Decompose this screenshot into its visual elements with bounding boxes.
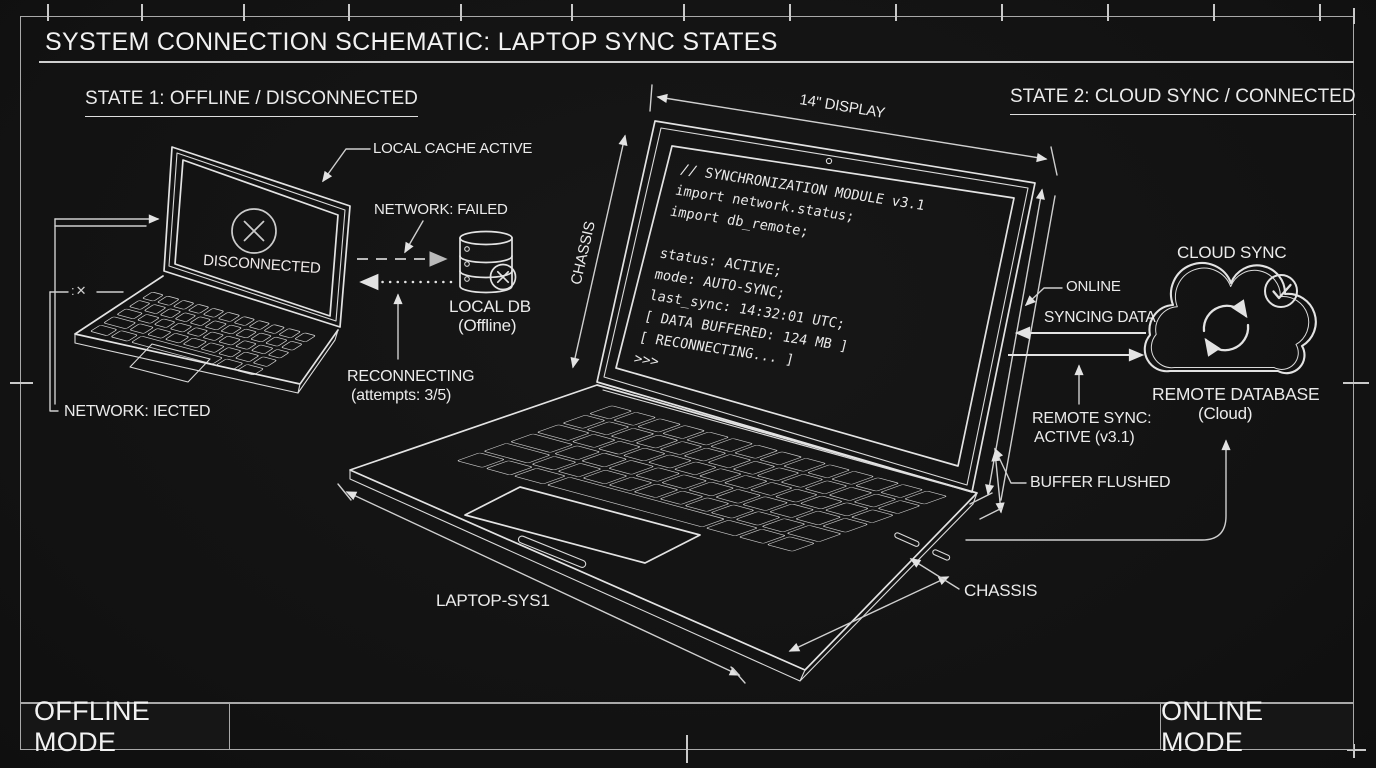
network-failed-leader xyxy=(404,220,424,254)
offline-mode-label: OFFLINE MODE xyxy=(34,695,151,757)
online-mode-box: ONLINE MODE xyxy=(1160,696,1354,757)
online-leader xyxy=(1024,287,1063,307)
port-slot xyxy=(932,549,951,561)
reconnecting-label: RECONNECTING xyxy=(347,368,475,385)
code-screen xyxy=(615,145,1015,467)
remote-database-label: REMOTE DATABASE xyxy=(1152,384,1320,404)
remote-database-state-label: (Cloud) xyxy=(1198,404,1253,423)
webcam-dot xyxy=(825,157,833,165)
port-slot xyxy=(894,532,920,547)
dimension-lines xyxy=(337,84,1058,684)
state2-heading: STATE 2: CLOUD SYNC / CONNECTED xyxy=(1010,86,1356,115)
page-title: SYSTEM CONNECTION SCHEMATIC: LAPTOP SYNC… xyxy=(45,28,778,56)
chassis-body-label: CHASSIS xyxy=(964,581,1038,600)
chassis-to-cloud-connector xyxy=(965,439,1231,541)
local-db-icon xyxy=(459,230,517,294)
buffer-flushed-leader xyxy=(994,447,1027,484)
chassis-leader xyxy=(909,558,960,590)
model-label: LAPTOP-SYS1 xyxy=(436,591,550,610)
front-notch xyxy=(517,535,587,568)
error-x-icon xyxy=(231,208,277,254)
reject-x-symbol: :✕ xyxy=(71,283,88,298)
error-screen xyxy=(174,159,339,317)
network-rejected-label: NETWORK: IECTED xyxy=(64,403,211,420)
cloud-sync-label: CLOUD SYNC xyxy=(1177,243,1287,262)
db-offline-x-icon xyxy=(489,263,517,291)
check-icon xyxy=(1264,274,1298,308)
offline-laptop-illustration xyxy=(74,146,351,394)
offline-trackpad xyxy=(129,343,211,383)
network-failed-label: NETWORK: FAILED xyxy=(374,201,508,218)
remote-sync-label: REMOTE SYNC: xyxy=(1032,410,1152,427)
local-db-state-label: (Offline) xyxy=(458,316,517,335)
local-cache-label: LOCAL CACHE ACTIVE xyxy=(373,140,533,157)
cloud-sync-icon xyxy=(1143,261,1317,375)
attempts-label: (attempts: 3/5) xyxy=(351,387,452,404)
local-db-label: LOCAL DB xyxy=(449,297,531,316)
footer-divider xyxy=(20,702,1354,704)
remote-sync-status-label: ACTIVE (v3.1) xyxy=(1034,429,1135,446)
online-mode-label: ONLINE MODE xyxy=(1161,695,1264,757)
network-reject-bracket xyxy=(49,214,160,412)
refresh-icon xyxy=(1202,299,1250,357)
syncing-data-label: SYNCING DATA xyxy=(1044,309,1156,326)
local-cache-leader xyxy=(322,148,371,183)
title-divider xyxy=(39,61,1354,63)
online-label: ONLINE xyxy=(1066,278,1121,295)
state1-heading: STATE 1: OFFLINE / DISCONNECTED xyxy=(85,88,418,117)
offline-mode-box: OFFLINE MODE xyxy=(20,696,230,757)
buffer-flushed-label: BUFFER FLUSHED xyxy=(1030,474,1171,491)
